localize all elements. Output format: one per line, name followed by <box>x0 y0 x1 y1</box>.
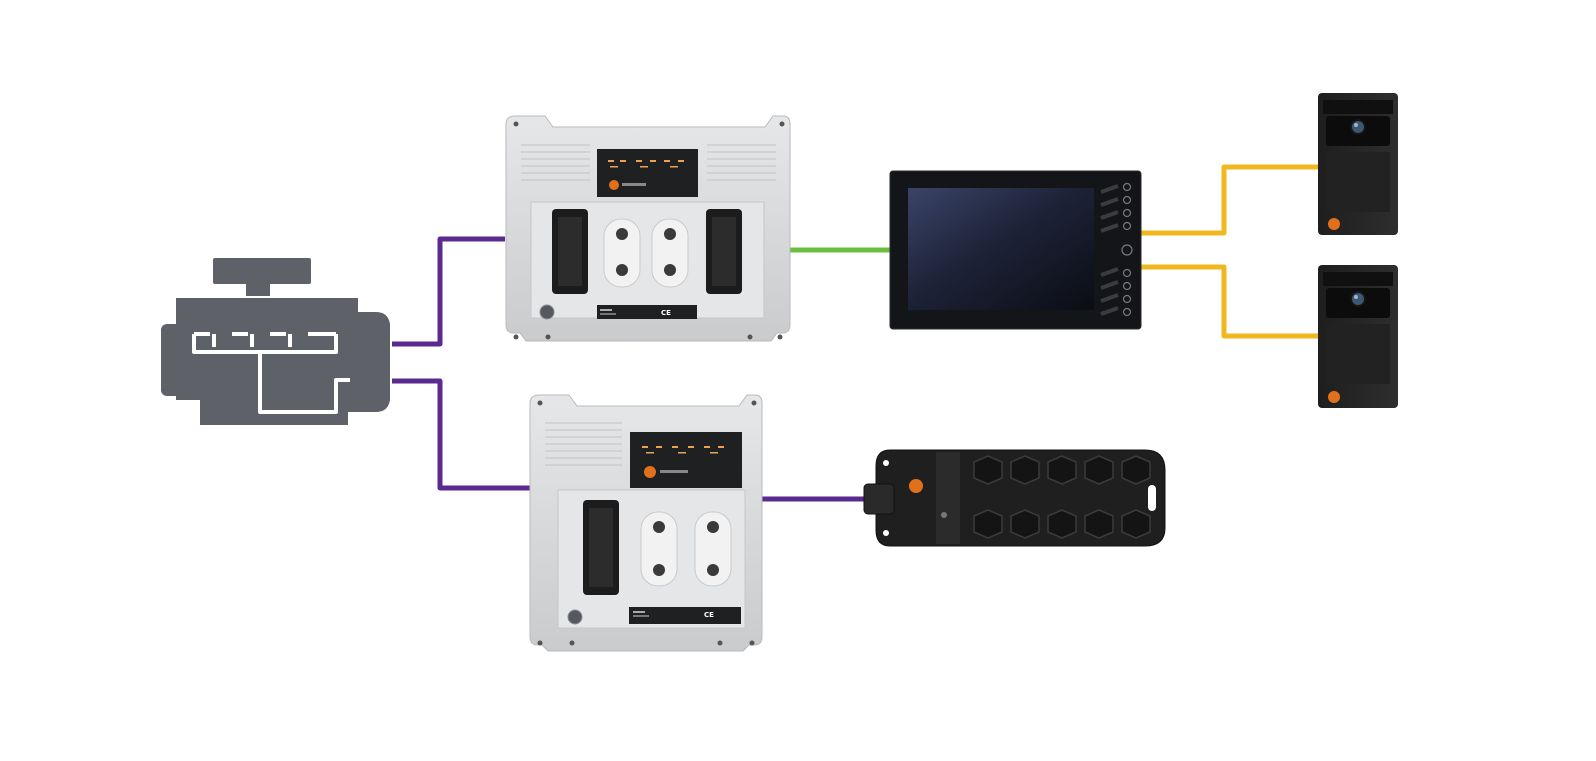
controller-top-label-plate <box>597 305 697 319</box>
controller-top-status-panel <box>597 149 698 197</box>
camera-bottom[interactable] <box>1318 265 1398 408</box>
controller-bottom-ce-mark: CE <box>704 611 714 619</box>
camera-top-brand-logo <box>1328 218 1340 230</box>
camera-bottom-brand-logo <box>1328 391 1340 403</box>
camera-line-display-camera-top <box>1140 164 1320 236</box>
camera-top-lens <box>1350 119 1366 135</box>
display-screen <box>908 188 1094 310</box>
can-line-engine-controller-bottom <box>392 378 531 491</box>
controller-bottom-brand-logo <box>644 466 656 478</box>
engine-exhaust-manifold <box>192 334 350 414</box>
io-module-ports <box>973 455 1151 539</box>
dialog-display[interactable] <box>889 170 1142 330</box>
controller-top[interactable]: CE <box>505 115 791 342</box>
controller-top-pressure-valve <box>539 304 555 320</box>
controller-bottom-pressure-valve <box>567 609 583 625</box>
controller-top-ce-mark: CE <box>661 309 671 317</box>
controller-top-vent-lines <box>521 144 776 181</box>
controller-bottom-status-leds <box>642 446 724 454</box>
io-module-plug <box>863 483 895 515</box>
controller-top-connector-left <box>552 209 588 294</box>
controller-top-brand-logo <box>609 180 619 190</box>
controller-bottom-connector <box>583 500 619 595</box>
io-module-brand-logo <box>909 479 923 493</box>
camera-line-display-camera-bottom <box>1140 264 1320 339</box>
io-module[interactable] <box>863 449 1166 547</box>
display-softkeys <box>1100 182 1133 317</box>
controller-top-connector-right <box>706 209 742 294</box>
connections <box>392 164 1320 502</box>
controller-bottom[interactable]: CE <box>529 394 763 652</box>
controller-top-status-leds <box>608 160 684 168</box>
camera-top[interactable] <box>1318 93 1398 235</box>
controller-bottom-vent-lines <box>545 422 622 466</box>
camera-bottom-lens <box>1350 291 1366 307</box>
engine-icon <box>161 258 390 425</box>
can-line-engine-controller-top <box>392 236 505 347</box>
controller-bottom-status-panel <box>630 432 742 488</box>
controller-bottom-label-plate <box>629 607 741 624</box>
